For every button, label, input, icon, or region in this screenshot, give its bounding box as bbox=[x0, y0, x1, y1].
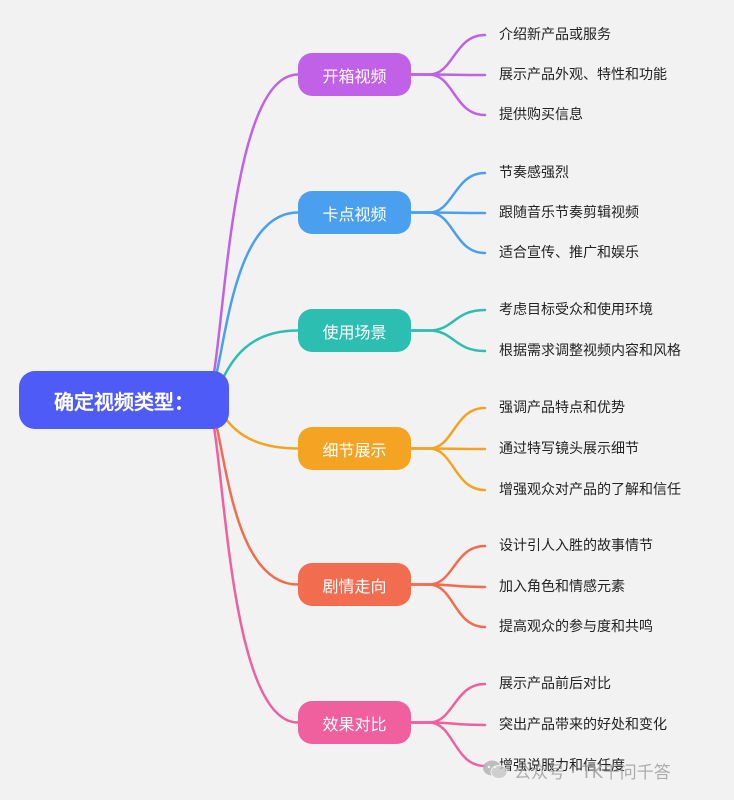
leaf-item: 适合宣传、推广和娱乐 bbox=[499, 245, 639, 261]
root-label: 确定视频类型： bbox=[54, 389, 194, 414]
leaf-connector bbox=[409, 308, 487, 332]
leaf-item: 展示产品前后对比 bbox=[499, 676, 611, 692]
leaf-connector bbox=[409, 721, 487, 768]
branch-label: 剧情走向 bbox=[322, 576, 387, 596]
leaf-connector bbox=[409, 329, 487, 353]
leaf-item: 强调产品特点和优势 bbox=[499, 400, 625, 416]
leaf-item: 突出产品带来的好处和变化 bbox=[499, 717, 667, 733]
watermark-text: 公众号 · TK千问千答 bbox=[514, 762, 671, 783]
leaf-item: 跟随音乐节奏剪辑视频 bbox=[499, 205, 639, 221]
leaf-item: 展示产品外观、特性和功能 bbox=[499, 67, 667, 83]
leaf-item: 加入角色和情感元素 bbox=[499, 579, 625, 595]
branch-node: 卡点视频 bbox=[298, 191, 411, 234]
leaf-item: 考虑目标受众和使用环境 bbox=[499, 302, 653, 318]
leaf-connector bbox=[409, 406, 487, 450]
leaf-connector bbox=[409, 33, 487, 76]
leaf-item: 提供购买信息 bbox=[499, 107, 583, 123]
leaf-item: 通过特写镜头展示细节 bbox=[499, 441, 639, 457]
wechat-icon bbox=[482, 759, 508, 781]
branch-label: 卡点视频 bbox=[322, 204, 387, 224]
leaf-item: 设计引人入胜的故事情节 bbox=[499, 538, 653, 554]
branch-label: 效果对比 bbox=[322, 714, 387, 734]
leaf-connector bbox=[409, 73, 487, 117]
leaf-connector bbox=[409, 171, 487, 214]
leaf-connector bbox=[409, 682, 487, 724]
branch-node: 开箱视频 bbox=[298, 53, 411, 96]
branch-node: 剧情走向 bbox=[298, 563, 411, 606]
leaf-connector bbox=[409, 447, 487, 492]
leaf-connector bbox=[409, 544, 487, 586]
branch-node: 效果对比 bbox=[298, 701, 411, 744]
leaf-connector bbox=[409, 211, 487, 255]
leaf-connector bbox=[409, 583, 487, 629]
branch-node: 细节展示 bbox=[298, 427, 411, 470]
leaf-item: 介绍新产品或服务 bbox=[499, 27, 611, 43]
branch-label: 使用场景 bbox=[322, 322, 387, 342]
leaf-item: 增强观众对产品的了解和信任 bbox=[499, 482, 681, 498]
branch-label: 开箱视频 bbox=[322, 66, 387, 86]
root-node: 确定视频类型： bbox=[19, 371, 229, 429]
leaf-item: 节奏感强烈 bbox=[499, 165, 569, 181]
watermark: 公众号 · TK千问千答 bbox=[482, 756, 671, 784]
leaf-item: 提高观众的参与度和共鸣 bbox=[499, 619, 653, 635]
branch-node: 使用场景 bbox=[298, 309, 411, 352]
leaf-item: 根据需求调整视频内容和风格 bbox=[499, 343, 681, 359]
leaf-item: 增强说服力和信任度 bbox=[499, 758, 625, 774]
root-connector bbox=[203, 73, 300, 402]
branch-label: 细节展示 bbox=[322, 440, 387, 460]
